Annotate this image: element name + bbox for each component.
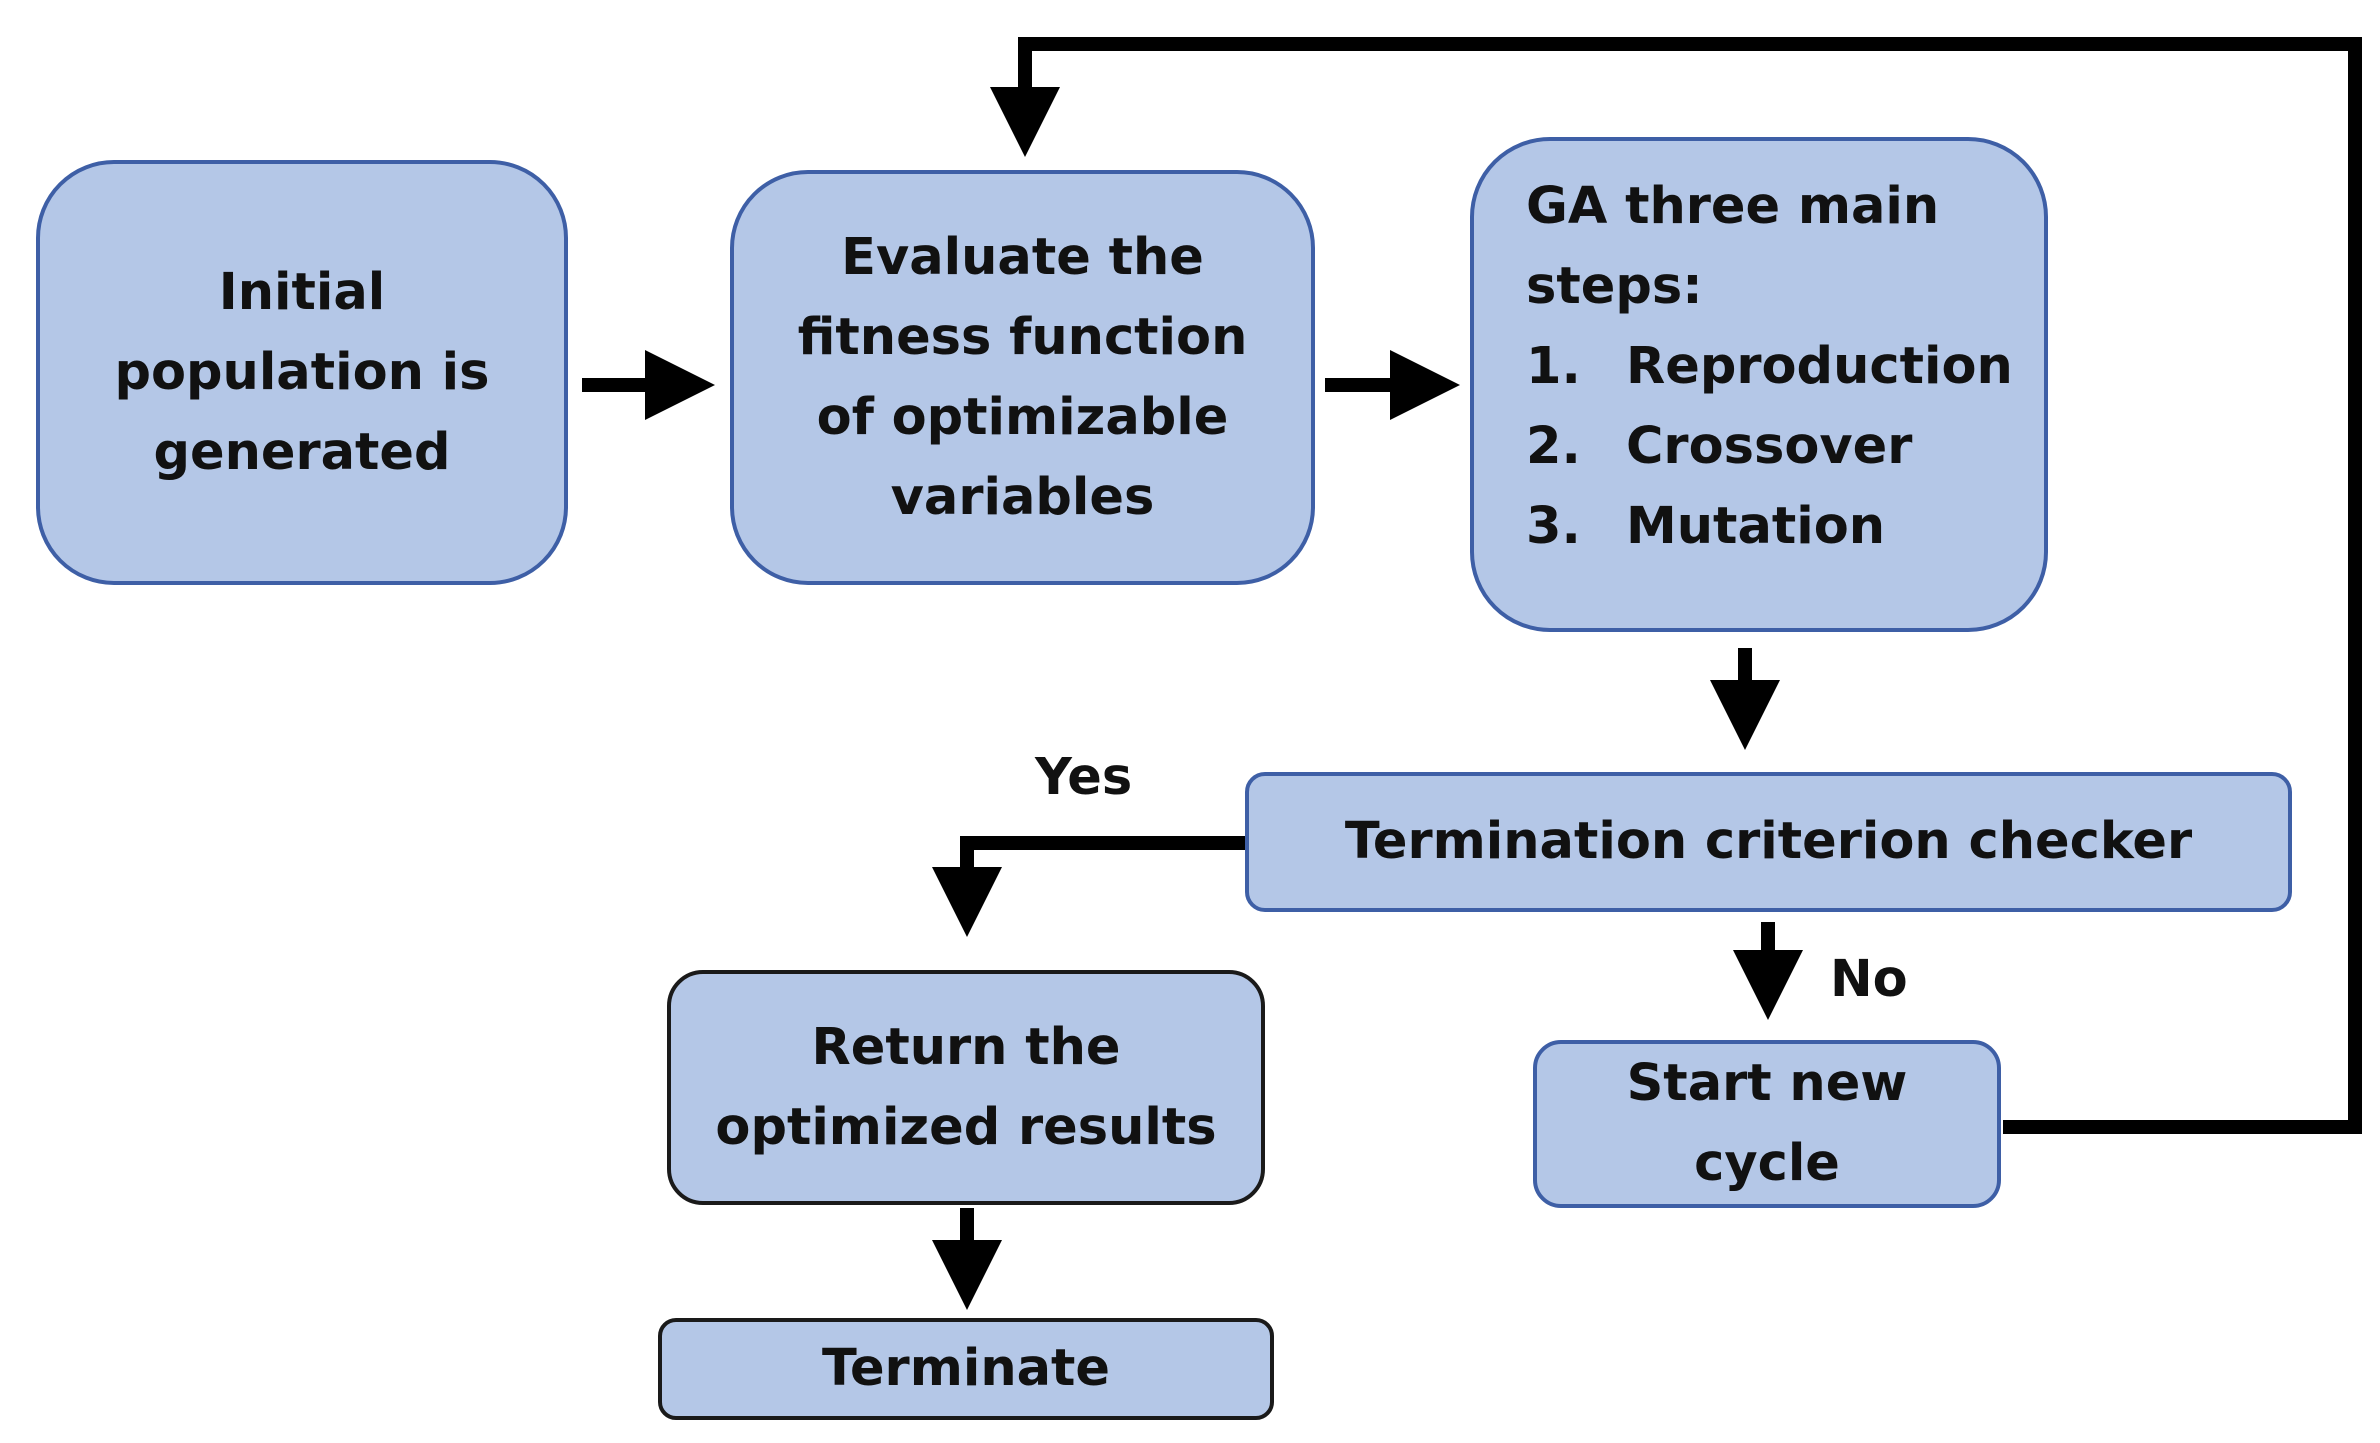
no-label: No — [1830, 950, 1908, 1009]
evaluate-fitness-node: Evaluate the fitness function of optimiz… — [730, 170, 1315, 585]
arrow-yes-to-return — [932, 836, 1245, 937]
terminate-node: Terminate — [658, 1318, 1274, 1420]
evaluate-fitness-label: Evaluate the fitness function of optimiz… — [797, 227, 1248, 527]
return-results-label: Return the optimized results — [715, 1017, 1217, 1157]
initial-population-node: Initial population is generated — [36, 160, 568, 585]
ga-step-2: 2.Crossover — [1526, 417, 1913, 476]
ga-step-1: 1.Reproduction — [1526, 337, 2013, 396]
ga-steps-title: GA three main steps: — [1526, 177, 1940, 316]
initial-population-label: Initial population is generated — [114, 262, 490, 482]
ga-step-3: 3.Mutation — [1526, 497, 1886, 556]
start-new-cycle-node: Start new cycle — [1533, 1040, 2001, 1208]
ga-steps-node: GA three main steps: 1.Reproduction 2.Cr… — [1470, 137, 2048, 632]
start-new-cycle-label: Start new cycle — [1626, 1054, 1908, 1193]
termination-checker-label: Termination criterion checker — [1344, 812, 2193, 871]
arrow-loop-to-evaluate — [990, 37, 2362, 1134]
termination-checker-node: Termination criterion checker — [1245, 772, 2292, 912]
return-results-node: Return the optimized results — [667, 970, 1265, 1205]
terminate-label: Terminate — [821, 1339, 1111, 1398]
yes-label: Yes — [1035, 748, 1133, 807]
